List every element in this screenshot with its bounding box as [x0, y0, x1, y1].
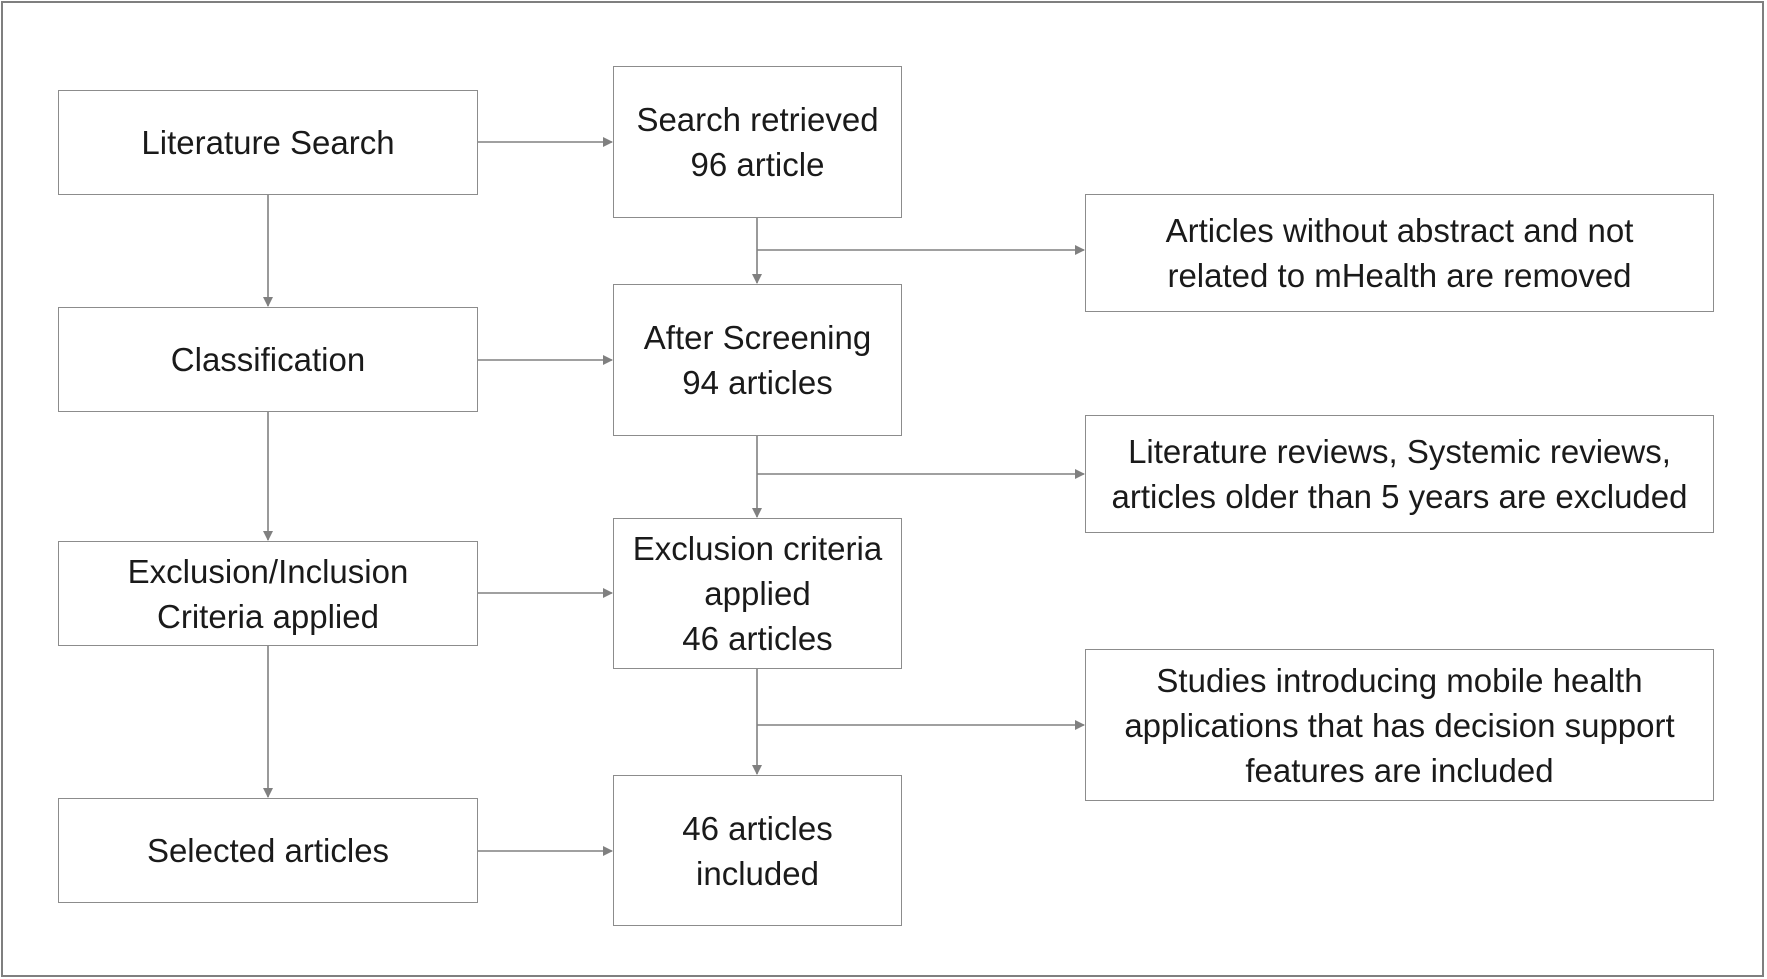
box-search-retrieved-label: Search retrieved 96 article — [636, 101, 879, 183]
box-exclusion-criteria-applied: Exclusion criteria applied 46 articles — [613, 518, 902, 669]
box-after-screening: After Screening 94 articles — [613, 284, 902, 436]
box-exclusion-criteria-applied-label: Exclusion criteria applied 46 articles — [632, 530, 883, 657]
box-criteria-applied-label: Exclusion/Inclusion Criteria applied — [127, 552, 409, 635]
box-articles-included-label: 46 articles included — [682, 809, 833, 892]
box-classification-label: Classification — [170, 341, 366, 378]
box-removed-articles: Articles without abstract and not relate… — [1085, 194, 1714, 312]
box-after-screening-label: After Screening 94 articles — [643, 319, 872, 401]
box-excluded-reviews-label: Literature reviews, Systemic reviews, ar… — [1111, 433, 1688, 515]
box-selected-articles: Selected articles — [58, 798, 478, 903]
box-removed-articles-label: Articles without abstract and not relate… — [1165, 212, 1634, 294]
box-classification: Classification — [58, 307, 478, 412]
box-excluded-reviews: Literature reviews, Systemic reviews, ar… — [1085, 415, 1714, 533]
box-included-studies: Studies introducing mobile health applic… — [1085, 649, 1714, 801]
box-literature-search-label: Literature Search — [141, 124, 395, 161]
box-selected-articles-label: Selected articles — [146, 832, 390, 869]
box-literature-search: Literature Search — [58, 90, 478, 195]
box-criteria-applied: Exclusion/Inclusion Criteria applied — [58, 541, 478, 646]
box-included-studies-label: Studies introducing mobile health applic… — [1124, 661, 1675, 789]
box-articles-included: 46 articles included — [613, 775, 902, 926]
box-search-retrieved: Search retrieved 96 article — [613, 66, 902, 218]
